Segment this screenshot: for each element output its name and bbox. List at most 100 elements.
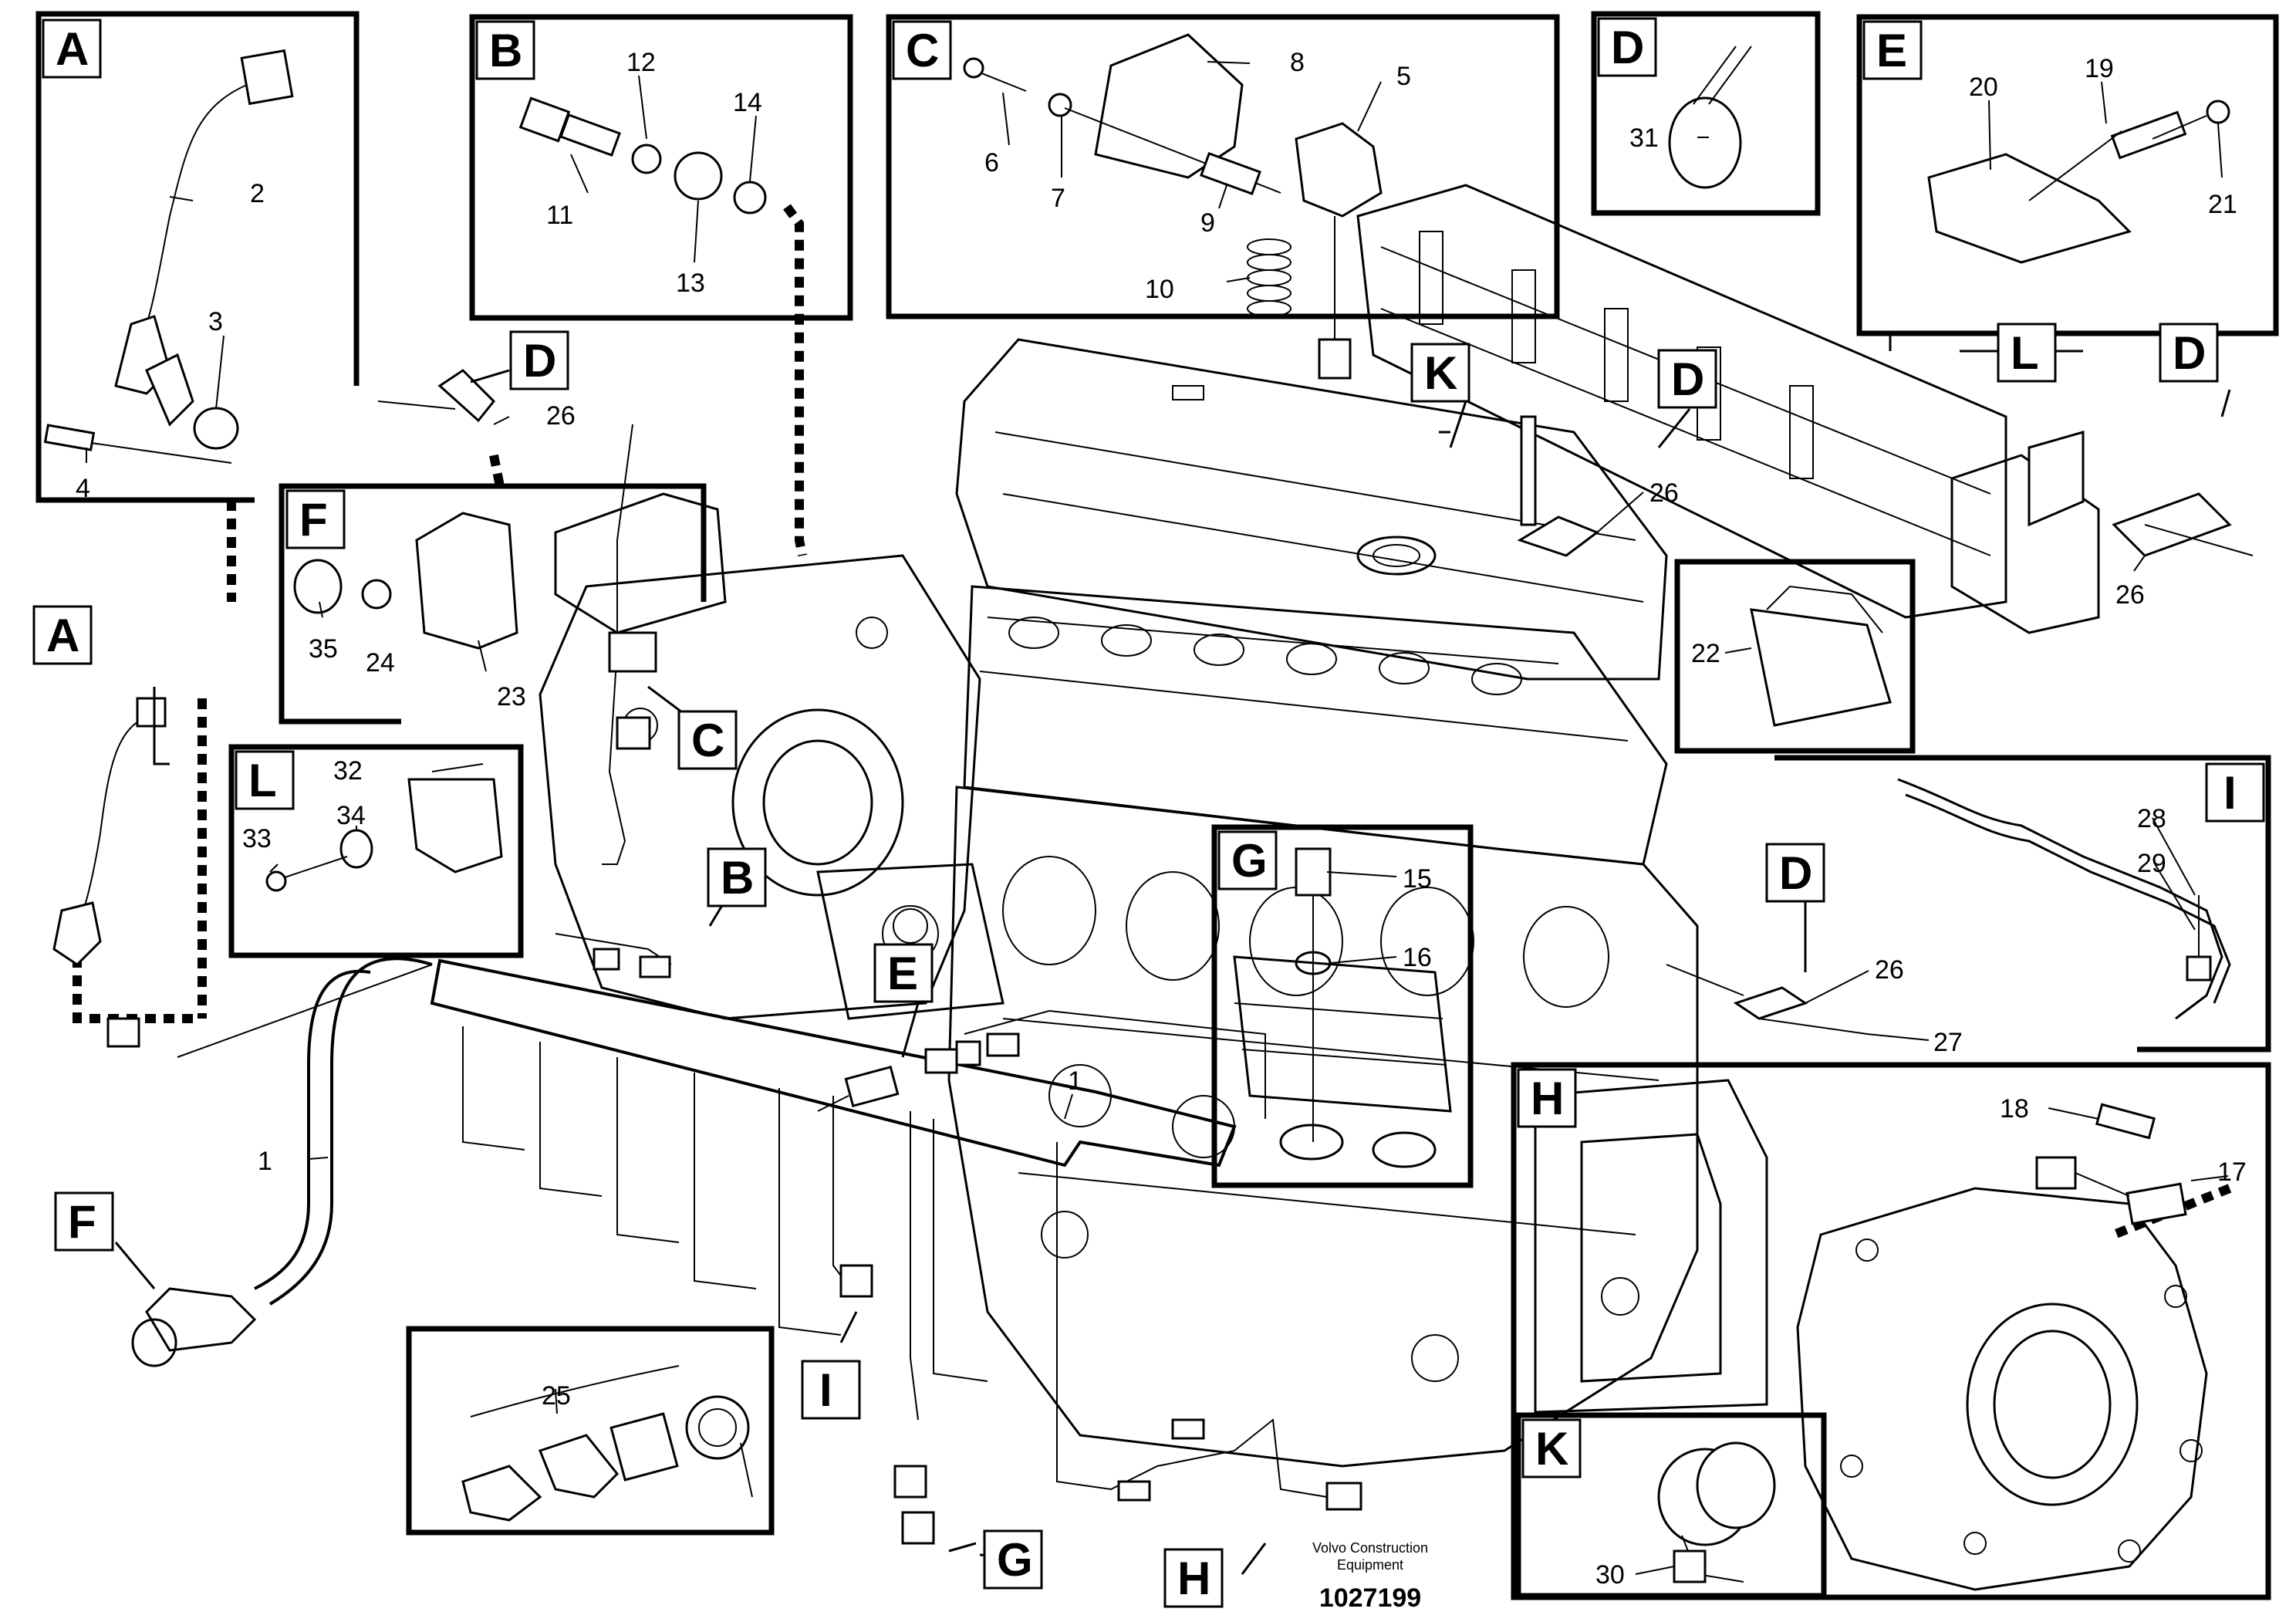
callout-31: 31 [1629,123,1659,153]
callout-4: 4 [76,474,90,503]
box-g-detail: G [1217,830,1278,890]
box-a-pointer: A [32,605,93,665]
box-g-pointer: G [983,1529,1043,1590]
detail-b-parts [518,96,767,215]
svg-text:K: K [1424,347,1457,399]
callout-32: 32 [333,756,363,786]
box-d-pointer-1: D [509,330,569,390]
svg-text:B: B [489,25,522,76]
dash-a3 [73,957,201,1023]
callout-34: 34 [336,801,366,830]
drawing-number: 1027199 [1319,1583,1421,1613]
frame-h [1511,1062,2271,1600]
callout-23: 23 [497,682,526,711]
svg-text:E: E [1876,25,1907,76]
callout-2: 2 [250,179,265,208]
callout-30: 30 [1595,1560,1625,1590]
callout-25: 25 [542,1381,571,1411]
svg-text:E: E [887,948,918,999]
detail-g-parts [1233,847,1452,1168]
detail-k-parts [1657,1441,1776,1583]
svg-text:L: L [248,755,277,806]
box-l-pointer: L [1997,323,2057,383]
svg-text:A: A [56,23,89,75]
frame-c [886,14,1560,319]
box-b-detail: B [475,20,535,80]
svg-text:I: I [2223,767,2237,819]
svg-text:G: G [1231,835,1268,887]
svg-text:D: D [1671,353,1704,405]
dash-b [783,204,807,557]
svg-text:K: K [1535,1423,1568,1475]
box-c-pointer: C [677,710,738,770]
callout-11: 11 [546,201,573,230]
frame-f [279,483,707,725]
svg-text:D: D [523,335,556,387]
callout-numbers: 1 1 2 3 4 5 6 7 8 9 10 11 12 13 14 15 16… [76,48,2247,1590]
callout-12: 12 [626,48,656,77]
callout-26b: 26 [1649,478,1679,508]
footer: Volvo Construction Equipment 1027199 [1312,1540,1428,1613]
callout-26a: 26 [546,401,576,431]
callout-7: 7 [1051,184,1065,213]
callout-15: 15 [1403,864,1432,894]
box-b-pointer: B [707,847,767,907]
frame-25 [406,1326,775,1536]
callout-18: 18 [2000,1094,2029,1124]
detail-e-parts [817,100,2230,1112]
frame-d [1591,11,1821,216]
box-e-pointer: E [873,943,934,1003]
callout-14: 14 [733,88,762,117]
svg-text:L: L [2011,327,2039,379]
callout-35: 35 [309,634,338,664]
frame-l [228,744,524,958]
detail-a-parts [43,49,294,966]
detail-d-parts [377,46,2254,1035]
main-harness [106,424,1362,1545]
box-d-detail: D [1597,17,1657,77]
callout-20: 20 [1969,73,1998,102]
box-i-pointer: I [801,1360,861,1420]
callout-9: 9 [1200,208,1215,238]
callout-33: 33 [242,824,272,853]
callout-6: 6 [984,148,999,177]
svg-text:D: D [1779,847,1812,899]
brand-line-2: Equipment [1337,1557,1403,1573]
svg-text:H: H [1177,1553,1210,1604]
callout-13: 13 [676,269,705,298]
svg-text:D: D [2173,327,2206,379]
box-i-detail: I [2205,762,2265,823]
callout-28: 28 [2137,804,2166,833]
callout-5: 5 [1396,62,1411,91]
frame-g [1211,824,1474,1188]
callout-27: 27 [1933,1028,1963,1057]
callout-29: 29 [2137,849,2166,878]
detail-f-parts [293,492,727,650]
callout-10: 10 [1145,275,1174,304]
callout-19: 19 [2085,54,2114,83]
box-e-detail: E [1862,20,1923,80]
frame-b [469,14,853,321]
detail-i-parts [1897,778,2231,1020]
detail-c-parts [608,33,1383,750]
callout-22: 22 [1691,639,1720,668]
svg-text:C: C [691,715,724,766]
box-h-detail: H [1517,1068,1577,1128]
svg-text:I: I [819,1364,832,1416]
callout-1b: 1 [1068,1066,1082,1096]
detail-25-parts [461,1365,753,1522]
box-k-detail: K [1521,1418,1582,1478]
svg-text:B: B [721,852,754,904]
brand-line-1: Volvo Construction [1312,1540,1428,1556]
frame-i [1774,755,2271,1053]
ecu-parts [1750,585,1892,727]
callout-8: 8 [1290,48,1305,77]
leader-lines [86,61,2229,1575]
callout-17: 17 [2217,1157,2247,1187]
box-d-pointer-3: D [2159,323,2219,383]
svg-text:H: H [1531,1073,1564,1124]
box-k-pointer: K [1410,343,1470,403]
sensor-connector-f [145,1287,257,1352]
callout-16: 16 [1403,943,1432,972]
frame-a [35,11,360,503]
